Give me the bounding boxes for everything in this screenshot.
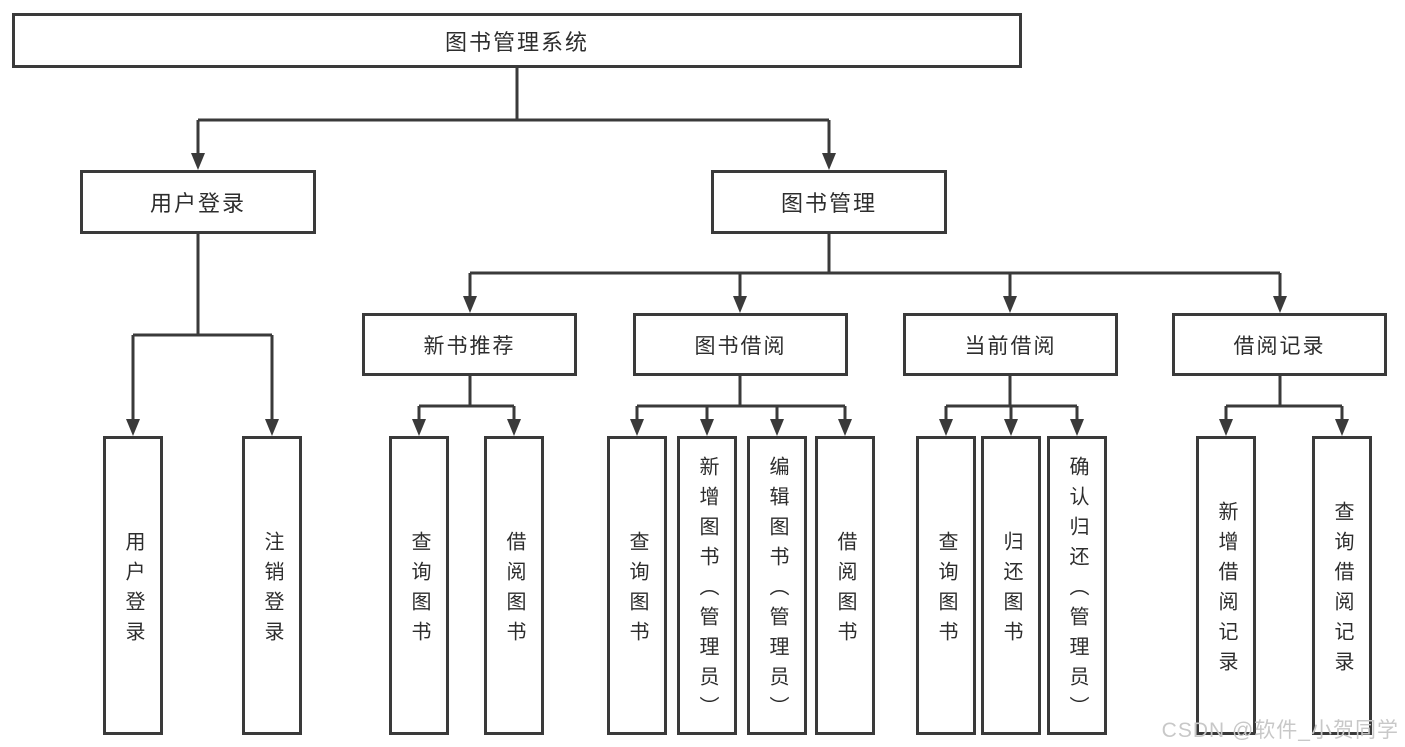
leaf-recommend-borrow-books: 借阅图书 <box>484 436 544 735</box>
arrowhead <box>1273 296 1287 313</box>
leaf-add-books-admin: 新增图书（管理员） <box>677 436 737 735</box>
arrowhead <box>770 419 784 436</box>
arrowhead <box>733 296 747 313</box>
arrowhead <box>1004 419 1018 436</box>
node-book-management-label: 图书管理 <box>780 191 877 216</box>
connector-book-borrow-children <box>630 375 852 436</box>
arrowhead <box>412 419 426 436</box>
leaf-user-login: 用户登录 <box>103 436 163 735</box>
leaf-edit-books-admin-label: 编辑图书（管理员） <box>766 455 788 726</box>
leaf-recommend-query-books-label: 查询图书 <box>408 530 430 651</box>
arrowhead <box>1003 296 1017 313</box>
arrowhead <box>939 419 953 436</box>
leaf-current-query-books: 查询图书 <box>916 436 976 735</box>
leaf-add-borrow-record: 新增借阅记录 <box>1196 436 1256 735</box>
leaf-logout-label: 注销登录 <box>261 530 283 651</box>
leaf-add-books-admin-label: 新增图书（管理员） <box>696 455 718 726</box>
node-root-label: 图书管理系统 <box>444 29 589 55</box>
leaf-return-books: 归还图书 <box>981 436 1041 735</box>
leaf-query-borrow-record-label: 查询借阅记录 <box>1331 500 1353 681</box>
node-user-login-label: 用户登录 <box>149 191 246 216</box>
arrowhead <box>700 419 714 436</box>
leaf-confirm-return-admin: 确认归还（管理员） <box>1047 436 1107 735</box>
node-borrow-record-label: 借阅记录 <box>1233 334 1326 358</box>
leaf-borrow-books: 借阅图书 <box>815 436 875 735</box>
arrowhead <box>822 153 836 170</box>
leaf-return-books-label: 归还图书 <box>1000 530 1022 651</box>
leaf-confirm-return-admin-label: 确认归还（管理员） <box>1066 455 1088 726</box>
leaf-recommend-borrow-books-label: 借阅图书 <box>503 530 525 651</box>
arrowhead <box>630 419 644 436</box>
node-user-login: 用户登录 <box>80 170 316 234</box>
arrowhead <box>463 296 477 313</box>
node-new-book-recommend-label: 新书推荐 <box>423 334 516 358</box>
leaf-edit-books-admin: 编辑图书（管理员） <box>747 436 807 735</box>
connector-book-management-sections <box>463 234 1287 313</box>
node-current-borrow-label: 当前借阅 <box>964 334 1057 358</box>
leaf-add-borrow-record-label: 新增借阅记录 <box>1215 500 1237 681</box>
arrowhead <box>265 419 279 436</box>
leaf-recommend-query-books: 查询图书 <box>389 436 449 735</box>
connector-root-to-level2 <box>191 68 836 170</box>
arrowhead <box>507 419 521 436</box>
csdn-watermark: CSDN @软件_小贺同学 <box>1161 719 1399 742</box>
node-book-borrow-label: 图书借阅 <box>694 334 787 358</box>
node-new-book-recommend: 新书推荐 <box>362 313 577 376</box>
leaf-user-login-label: 用户登录 <box>122 530 144 651</box>
leaf-current-query-books-label: 查询图书 <box>935 530 957 651</box>
arrowhead <box>1219 419 1233 436</box>
arrowhead <box>126 419 140 436</box>
arrowhead <box>191 153 205 170</box>
node-root: 图书管理系统 <box>12 13 1022 68</box>
node-current-borrow: 当前借阅 <box>903 313 1118 376</box>
node-book-management: 图书管理 <box>711 170 947 234</box>
leaf-logout: 注销登录 <box>242 436 302 735</box>
leaf-borrow-query-books-label: 查询图书 <box>626 530 648 651</box>
leaf-borrow-books-label: 借阅图书 <box>834 530 856 651</box>
connector-user-login-children <box>126 234 279 436</box>
connector-borrow-record-children <box>1219 375 1349 436</box>
leaf-query-borrow-record: 查询借阅记录 <box>1312 436 1372 735</box>
node-borrow-record: 借阅记录 <box>1172 313 1387 376</box>
connector-new-book-recommend-children <box>412 375 521 436</box>
arrowhead <box>1335 419 1349 436</box>
arrowhead <box>838 419 852 436</box>
node-book-borrow: 图书借阅 <box>633 313 848 376</box>
leaf-borrow-query-books: 查询图书 <box>607 436 667 735</box>
arrowhead <box>1070 419 1084 436</box>
connector-current-borrow-children <box>939 375 1084 436</box>
